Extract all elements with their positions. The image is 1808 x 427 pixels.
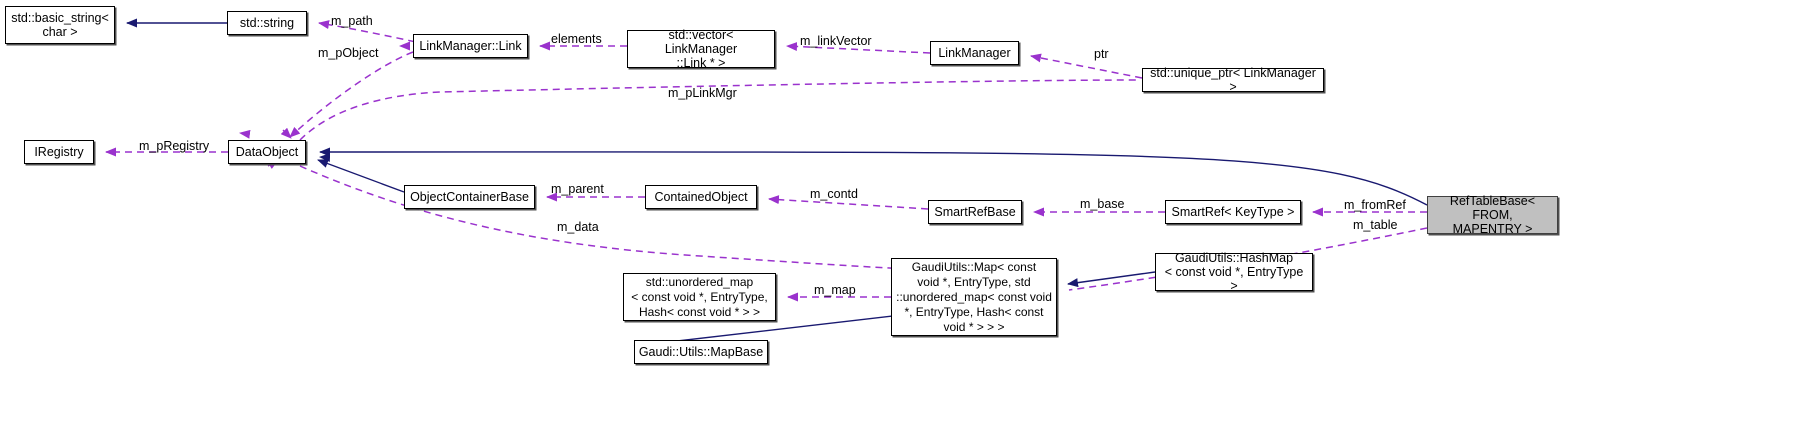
edge-m-pobject [289,51,414,138]
node-gaudiutils-hashmap[interactable]: GaudiUtils::HashMap < const void *, Entr… [1155,251,1313,293]
node-gaudi-utils-mapbase[interactable]: Gaudi::Utils::MapBase [634,340,768,364]
node-iregistry[interactable]: IRegistry [24,140,94,164]
edge-ptr [1030,53,1143,79]
node-smartrefbase[interactable]: SmartRefBase [928,200,1022,224]
node-dataobject[interactable]: DataObject [228,140,306,164]
node-gaudiutils-map[interactable]: GaudiUtils::Map< const void *, EntryType… [891,258,1057,336]
node-containedobject[interactable]: ContainedObject [645,185,757,209]
node-smartref-keytype[interactable]: SmartRef< KeyType > [1165,200,1301,224]
edge-label-m-table: m_table [1353,218,1398,232]
edge-m-plinkmgr-arrowhead [280,127,292,139]
edge-label-m-linkvector: m_linkVector [800,34,872,48]
edge-label-m-fromref: m_fromRef [1344,198,1406,212]
node-linkmanager-link[interactable]: LinkManager::Link [413,34,528,58]
node-std-vector-link[interactable]: std::vector< LinkManager ::Link * > [627,28,775,70]
edge-hashmap-to-gaudiutilsmap [1067,271,1156,288]
edge-label-elements: elements [551,32,602,46]
edge-dataobject-top-arrow [239,129,251,139]
edge-label-ptr: ptr [1094,47,1109,61]
edge-objectcontainerbase-to-dataobject [317,159,405,193]
node-reftablebase[interactable]: RefTableBase< FROM, MAPENTRY > [1427,194,1558,236]
edge-label-m-base: m_base [1080,197,1125,211]
node-std-unique-ptr[interactable]: std::unique_ptr< LinkManager > [1142,66,1324,94]
edge-label-m-map: m_map [814,283,856,297]
edge-label-m-parent: m_parent [551,182,604,196]
node-std-basic-string[interactable]: std::basic_string< char > [5,6,115,44]
edge-label-m-path: m_path [331,14,373,28]
edge-label-m-contd: m_contd [810,187,858,201]
edge-label-m-data: m_data [557,220,599,234]
node-std-unordered-map[interactable]: std::unordered_map < const void *, Entry… [623,273,776,321]
edge-m-data-b [430,216,928,243]
edge-label-m-pobject: m_pObject [318,46,379,60]
edge-label-m-plinkmgr: m_pLinkMgr [668,86,737,100]
edge-m-data [299,165,931,271]
node-objectcontainerbase[interactable]: ObjectContainerBase [404,185,535,209]
node-std-string[interactable]: std::string [227,11,307,35]
node-linkmanager[interactable]: LinkManager [930,41,1019,65]
edge-label-m-pregistry: m_pRegistry [139,139,210,153]
